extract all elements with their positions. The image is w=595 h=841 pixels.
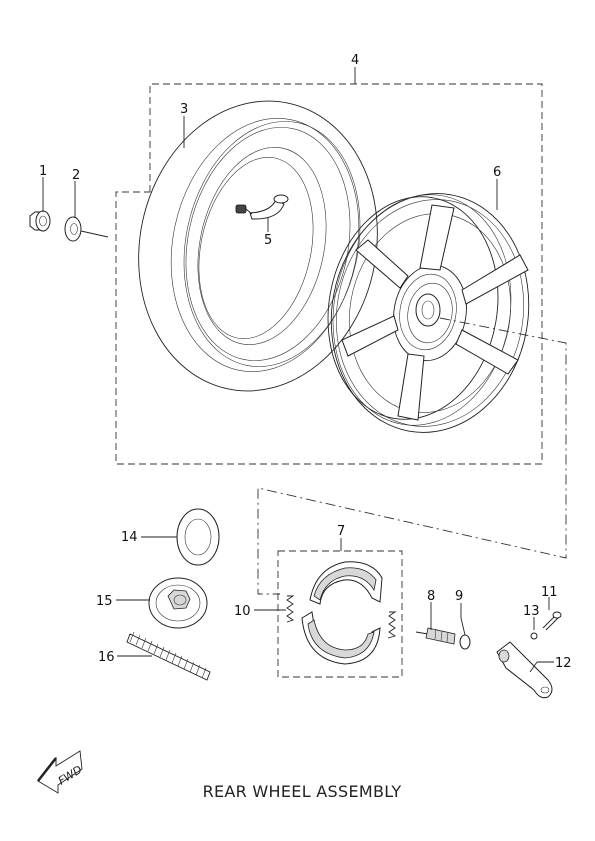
spring-part (126, 631, 211, 681)
brake-arm-part (496, 641, 553, 699)
leader-12b (529, 661, 538, 673)
leader-2b (80, 230, 109, 238)
callout-16: 16 (98, 650, 115, 665)
leader-9b (460, 617, 466, 636)
callout-1: 1 (39, 164, 47, 179)
group-box-7 (277, 550, 403, 678)
callout-9: 9 (455, 589, 463, 604)
callout-6: 6 (493, 165, 501, 180)
fwd-label: FWD (56, 763, 85, 788)
callout-11: 11 (541, 585, 558, 600)
brake-shoe-part (301, 561, 383, 665)
brake-cam-part (415, 627, 456, 645)
bolt-part (542, 611, 562, 631)
rim-part (327, 193, 530, 433)
tire-part (138, 100, 378, 392)
callout-5: 5 (264, 233, 272, 248)
callout-10: 10 (234, 604, 251, 619)
callout-2: 2 (72, 168, 80, 183)
callout-7: 7 (337, 524, 345, 539)
hub-cover-part (148, 577, 208, 629)
o-ring-part (459, 634, 471, 650)
axle-nut-part (29, 210, 51, 232)
callout-4: 4 (351, 53, 359, 68)
callout-13: 13 (523, 604, 540, 619)
callout-12: 12 (555, 656, 572, 671)
washer-part (64, 216, 82, 242)
callout-14: 14 (121, 530, 138, 545)
dust-seal-part (176, 508, 220, 566)
fwd-arrow-icon (37, 750, 83, 794)
axle-centerline (257, 317, 567, 595)
tire-valve-part (235, 194, 289, 220)
callout-8: 8 (427, 589, 435, 604)
callout-3: 3 (180, 102, 188, 117)
brake-spring-part (286, 595, 397, 639)
diagram-title: REAR WHEEL ASSEMBLY (203, 782, 402, 801)
small-washer-part (530, 632, 538, 640)
group-box-4 (115, 83, 543, 465)
callout-15: 15 (96, 594, 113, 609)
